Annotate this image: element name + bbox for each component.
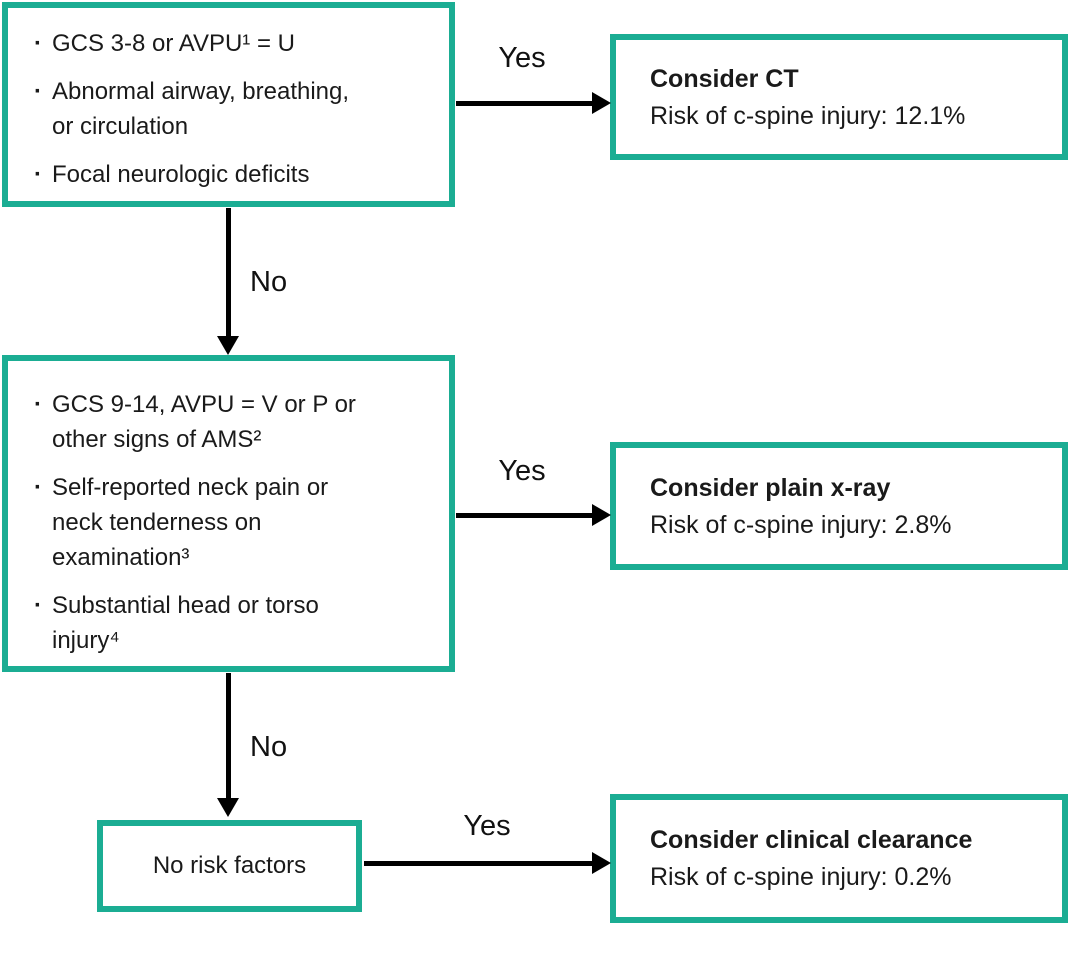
bullet-line: Focal neurologic deficits [52,161,310,188]
outcome-title: Consider clinical clearance [650,826,973,854]
edge-label-yes-1: Yes [498,42,546,74]
decision-box-moderate: · GCS 9-14, AVPU = V or P or other signs… [2,355,455,672]
bullet-line: examination³ [52,544,190,571]
bullet-icon: · [34,474,42,501]
bullet-line: Self-reported neck pain or [52,474,329,501]
bullet-icon: · [34,161,42,188]
edge-label-yes-3: Yes [463,810,511,842]
arrowhead-down-icon [217,336,239,355]
bullet-text: Abnormal airway, breathing, or circulati… [52,74,349,144]
decision-box-severe: · GCS 3-8 or AVPU¹ = U · Abnormal airway… [2,2,455,207]
flow-arrow-yes-1 [456,101,593,106]
decision-box-none: No risk factors [97,820,362,912]
bullet-line: GCS 9-14, AVPU = V or P or [52,391,356,418]
bullet-line: GCS 3-8 or AVPU¹ = U [52,30,295,57]
bullet-line: other signs of AMS² [52,426,262,453]
bullet-icon: · [34,78,42,105]
bullet-icon: · [34,391,42,418]
bullet-line: Substantial head or torso [52,592,319,619]
outcome-box-clearance: Consider clinical clearance Risk of c-sp… [610,794,1068,923]
bullet-text: GCS 9-14, AVPU = V or P or other signs o… [52,387,356,457]
flow-arrow-yes-3 [364,861,593,866]
outcome-title: Consider plain x-ray [650,473,891,502]
flow-arrow-yes-2 [456,513,593,518]
bullet-text: Substantial head or torso injury⁴ [52,588,319,658]
list-item: · Abnormal airway, breathing, or circula… [24,74,435,144]
flow-arrow-no-2 [226,673,231,800]
edge-label-no-1: No [250,266,288,298]
bullet-text: Focal neurologic deficits [52,157,309,192]
outcome-risk: Risk of c-spine injury: 0.2% [650,863,952,891]
decision-label: No risk factors [152,852,307,879]
flow-arrow-no-1 [226,208,231,338]
outcome-risk: Risk of c-spine injury: 12.1% [650,101,966,130]
list-item: · Focal neurologic deficits [24,157,435,192]
edge-label-no-2: No [250,731,288,763]
outcome-box-xray: Consider plain x-ray Risk of c-spine inj… [610,442,1068,570]
edge-label-yes-2: Yes [498,455,546,487]
list-item: · GCS 9-14, AVPU = V or P or other signs… [24,387,435,457]
arrowhead-down-icon [217,798,239,817]
outcome-box-ct: Consider CT Risk of c-spine injury: 12.1… [610,34,1068,160]
bullet-text: Self-reported neck pain or neck tenderne… [52,470,328,575]
bullet-icon: · [34,592,42,619]
bullet-line: injury⁴ [52,627,120,654]
list-item: · GCS 3-8 or AVPU¹ = U [24,26,435,61]
bullet-line: Abnormal airway, breathing, [52,78,350,105]
arrowhead-right-icon [592,504,611,526]
bullet-line: or circulation [52,113,189,140]
arrowhead-right-icon [592,852,611,874]
outcome-title: Consider CT [650,64,799,93]
bullet-text: GCS 3-8 or AVPU¹ = U [52,26,295,61]
list-item: · Substantial head or torso injury⁴ [24,588,435,658]
list-item: · Self-reported neck pain or neck tender… [24,470,435,575]
bullet-icon: · [34,30,42,57]
bullet-line: neck tenderness on [52,509,262,536]
arrowhead-right-icon [592,92,611,114]
outcome-risk: Risk of c-spine injury: 2.8% [650,510,952,539]
